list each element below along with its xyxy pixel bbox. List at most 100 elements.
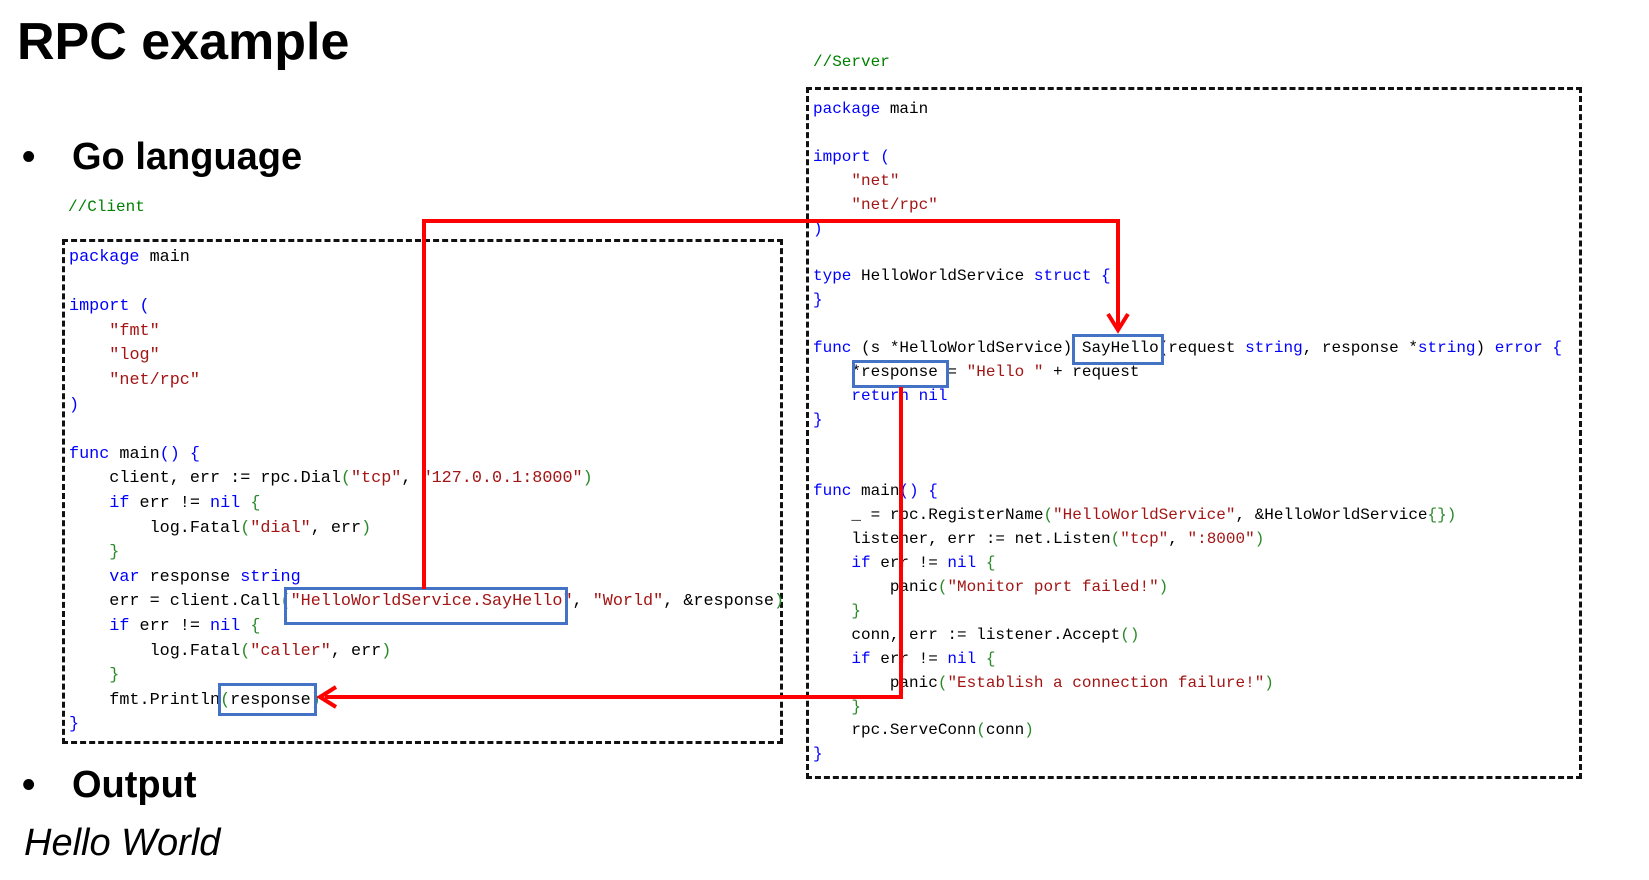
code-token: if — [109, 494, 130, 513]
code-token: package — [813, 100, 881, 118]
code-token: type — [813, 267, 852, 286]
code-token: { — [976, 554, 996, 573]
code-token: ( — [870, 147, 890, 166]
code-line: func main() { — [69, 445, 200, 464]
response-arrow — [325, 387, 903, 699]
code-token: , — [401, 469, 422, 489]
code-token: ":8000" — [1187, 530, 1255, 549]
code-token: { — [240, 494, 261, 513]
code-token: () — [899, 482, 919, 501]
code-token: string — [240, 567, 301, 587]
highlight-client-response — [218, 683, 317, 716]
code-token: , err — [310, 518, 362, 538]
code-token: { — [1091, 267, 1111, 286]
code-line: panic("Monitor port failed!") — [813, 578, 1168, 596]
code-token: , — [1168, 530, 1188, 549]
code-line: } — [69, 543, 119, 562]
code-token: {} — [1427, 506, 1447, 525]
code-line: } — [813, 291, 823, 309]
code-token: ( — [1110, 530, 1121, 549]
code-token: main — [139, 248, 190, 267]
code-token: func — [813, 482, 852, 501]
code-token: var — [109, 567, 140, 587]
code-token: "World" — [592, 592, 664, 612]
code-token: ) — [361, 518, 372, 538]
code-token: , err — [330, 641, 382, 661]
code-line: var response string — [69, 567, 301, 587]
code-token: main — [880, 100, 929, 118]
code-line: } — [813, 411, 823, 429]
code-token: "net/rpc" — [851, 195, 938, 214]
code-token: , response * — [1302, 339, 1418, 357]
code-token: ( — [937, 578, 948, 596]
code-line: _ = rpc.RegisterName("HelloWorldService"… — [813, 506, 1456, 524]
code-token: { — [179, 444, 200, 464]
code-token: client, err := rpc.Dial — [69, 469, 341, 489]
bullet-output: •Output — [22, 764, 197, 807]
code-line: if err != nil { — [69, 617, 260, 636]
output-value: Hello World — [24, 822, 221, 864]
response-arrowhead — [316, 685, 338, 709]
code-token: listener, err := net.Listen — [813, 530, 1111, 549]
code-token: (request — [1158, 339, 1246, 357]
code-line: rpc.ServeConn(conn) — [813, 721, 1034, 740]
code-token: + request — [1043, 362, 1140, 381]
code-token: } — [851, 601, 862, 620]
code-token: if — [851, 649, 871, 668]
code-line: log.Fatal("caller", err) — [69, 641, 392, 661]
code-token: ( — [220, 690, 231, 710]
code-token: err != — [129, 494, 211, 513]
code-token: main — [851, 482, 900, 501]
code-token: ( — [976, 721, 986, 740]
code-token: , &response — [663, 592, 774, 612]
code-line: log.Fatal("dial", err) — [69, 518, 372, 538]
code-token: ) — [582, 469, 593, 489]
highlight-server-response — [852, 360, 949, 388]
code-token: () — [1120, 625, 1140, 644]
code-token: } — [109, 666, 120, 686]
code-token: { — [976, 649, 996, 668]
code-token: ) — [1264, 673, 1274, 692]
code-token: err != — [129, 617, 211, 636]
request-arrow — [422, 219, 1120, 589]
code-token: string — [1417, 339, 1476, 357]
code-token: response — [230, 690, 311, 710]
code-line: func (s *HelloWorldService) SayHello(req… — [813, 339, 1562, 357]
code-token: "Establish a connection failure!" — [947, 673, 1265, 692]
code-line: ) — [69, 396, 79, 415]
code-token: ) — [69, 395, 80, 415]
code-token: { — [1542, 339, 1562, 357]
code-line: client, err := rpc.Dial("tcp", "127.0.0.… — [69, 469, 593, 489]
code-token: nil — [947, 649, 977, 668]
code-line: "net" — [813, 172, 899, 190]
code-token: struct — [1033, 267, 1092, 286]
code-token: "tcp" — [350, 469, 402, 489]
code-token: "127.0.0.1:8000" — [421, 469, 583, 489]
code-line: } — [69, 715, 79, 734]
code-line: func main() { — [813, 482, 938, 500]
code-token: , — [572, 592, 593, 612]
code-token: } — [813, 291, 823, 310]
code-token: HelloWorldService — [851, 267, 1034, 286]
code-token: ) — [1024, 721, 1034, 740]
code-token: ) — [773, 592, 785, 612]
code-line: } — [69, 666, 119, 685]
code-token: conn — [985, 721, 1025, 740]
code-token: if — [851, 554, 871, 573]
code-token: } — [813, 410, 823, 429]
code-token: err = client.Call — [69, 592, 281, 612]
code-token: "dial" — [250, 518, 311, 538]
code-token: ( — [937, 673, 948, 692]
code-token: "fmt" — [109, 321, 160, 341]
code-token: ( — [340, 469, 351, 489]
code-line: "net/rpc" — [69, 371, 200, 390]
code-token: } — [851, 697, 862, 716]
slide-title: RPC example — [17, 13, 350, 71]
bullet-dot: • — [22, 136, 36, 178]
code-token: "HelloWorldService.SayHello" — [290, 592, 573, 612]
code-token: if — [109, 617, 130, 636]
code-line: if err != nil { — [69, 494, 260, 513]
